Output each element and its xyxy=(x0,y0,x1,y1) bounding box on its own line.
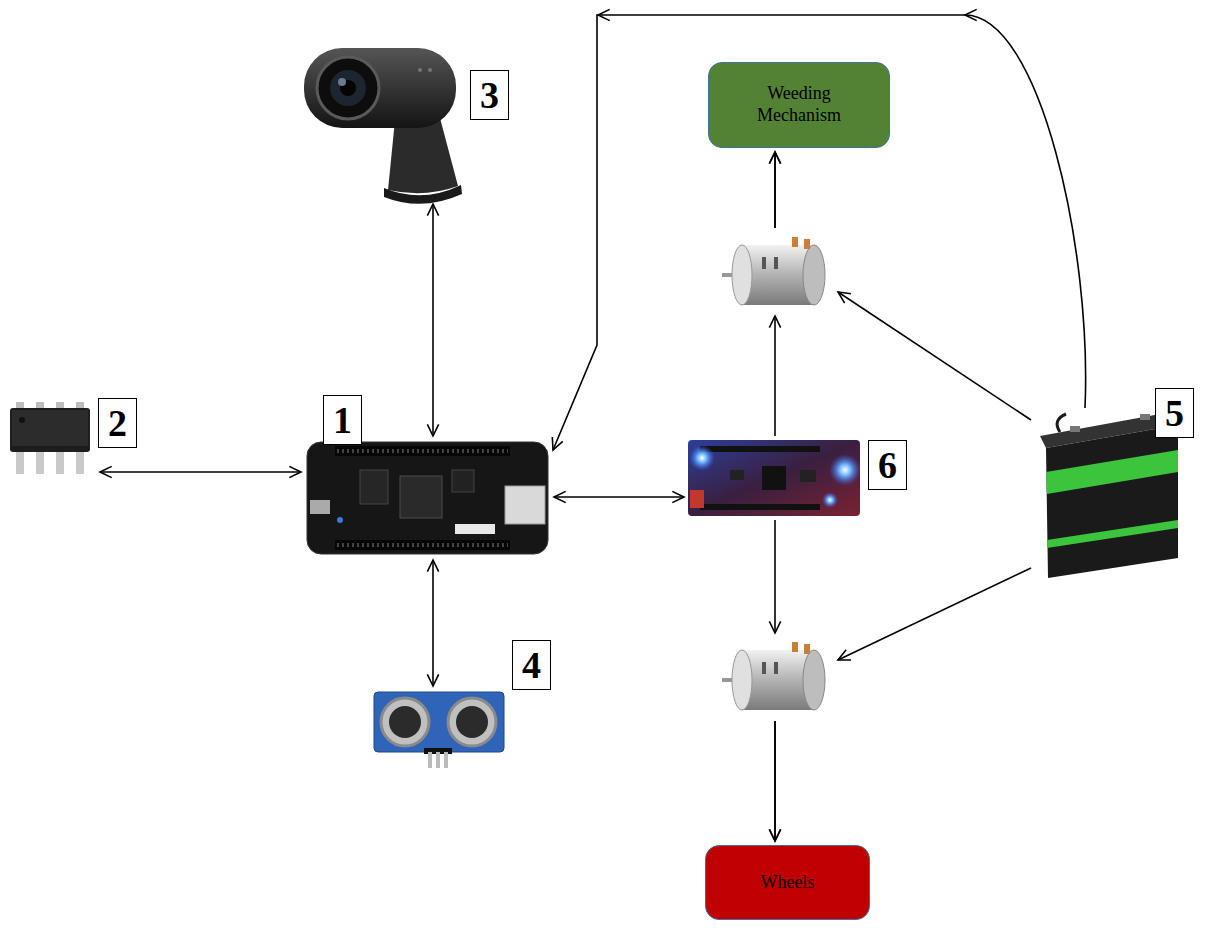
callout-number: 4 xyxy=(522,646,541,684)
connector-line xyxy=(838,568,1031,660)
connector-line xyxy=(838,292,1031,420)
callout-number: 6 xyxy=(878,446,897,484)
callout-box: 2 xyxy=(98,398,137,448)
chip-part: 2 xyxy=(6,400,96,478)
connector xyxy=(427,204,438,436)
arrow-head xyxy=(100,466,112,477)
connector-line xyxy=(100,471,301,473)
arrow-head xyxy=(552,437,562,450)
arrow-head xyxy=(427,674,438,686)
ultrasonic-sensor-part: 4 xyxy=(372,690,505,768)
connector xyxy=(100,466,301,477)
chip-illustration xyxy=(10,402,90,474)
callout-number: 3 xyxy=(480,76,499,114)
callout-number: 2 xyxy=(108,404,127,442)
arrow-head xyxy=(769,152,780,164)
callout-box: 6 xyxy=(868,440,907,490)
arrow-head xyxy=(427,204,438,216)
callout-box: 1 xyxy=(323,395,362,445)
battery-part: 5 xyxy=(1035,412,1180,578)
arrow-head xyxy=(554,491,566,502)
connector xyxy=(769,152,780,436)
callout-box: 3 xyxy=(470,70,509,120)
arrow-head xyxy=(769,829,780,841)
webcam-illustration xyxy=(304,48,462,204)
connector-line xyxy=(774,316,776,436)
motor-driver-part: 6 xyxy=(688,440,860,516)
connector-line xyxy=(774,721,776,841)
battery-illustration xyxy=(1040,414,1178,578)
connector-line xyxy=(774,152,776,228)
ultrasonic-sensor-illustration xyxy=(374,692,504,768)
arrow-head xyxy=(838,650,851,660)
connector-line xyxy=(432,560,434,686)
connector-line xyxy=(554,496,684,498)
arrow-head xyxy=(427,424,438,436)
connector-line xyxy=(553,15,1086,450)
callout-box: 5 xyxy=(1155,388,1194,438)
callout-box: 4 xyxy=(512,640,551,690)
callout-number: 5 xyxy=(1165,394,1184,432)
arrow-head xyxy=(769,621,780,633)
connector xyxy=(552,9,1085,450)
dc-motor-illustration xyxy=(722,237,825,305)
connector-line xyxy=(774,520,776,633)
connector-line xyxy=(774,152,776,228)
arrow-head xyxy=(427,560,438,572)
arrow-head xyxy=(838,292,851,303)
process-box: Weeding Mechanism xyxy=(708,62,890,148)
arrow-head xyxy=(965,9,977,20)
connector xyxy=(554,491,684,502)
webcam-part: 3 xyxy=(300,40,460,200)
main-board-illustration xyxy=(307,442,548,554)
dc-motor-illustration xyxy=(722,642,825,710)
connector xyxy=(427,560,438,686)
box-label: Wheels xyxy=(761,872,815,894)
arrow-head xyxy=(289,466,301,477)
connector-line xyxy=(774,721,776,841)
arrow-head xyxy=(672,491,684,502)
connector xyxy=(769,152,1031,420)
arrow-head xyxy=(769,316,780,328)
box-label: Weeding Mechanism xyxy=(739,83,859,126)
connector xyxy=(769,520,780,841)
connector-line xyxy=(432,204,434,436)
arrow-head xyxy=(598,9,610,20)
motor-driver-illustration xyxy=(688,440,861,516)
process-box: Wheels xyxy=(705,845,870,920)
controller-board-part: 1 xyxy=(305,440,550,556)
connector xyxy=(769,568,1031,841)
callout-number: 1 xyxy=(333,401,352,439)
